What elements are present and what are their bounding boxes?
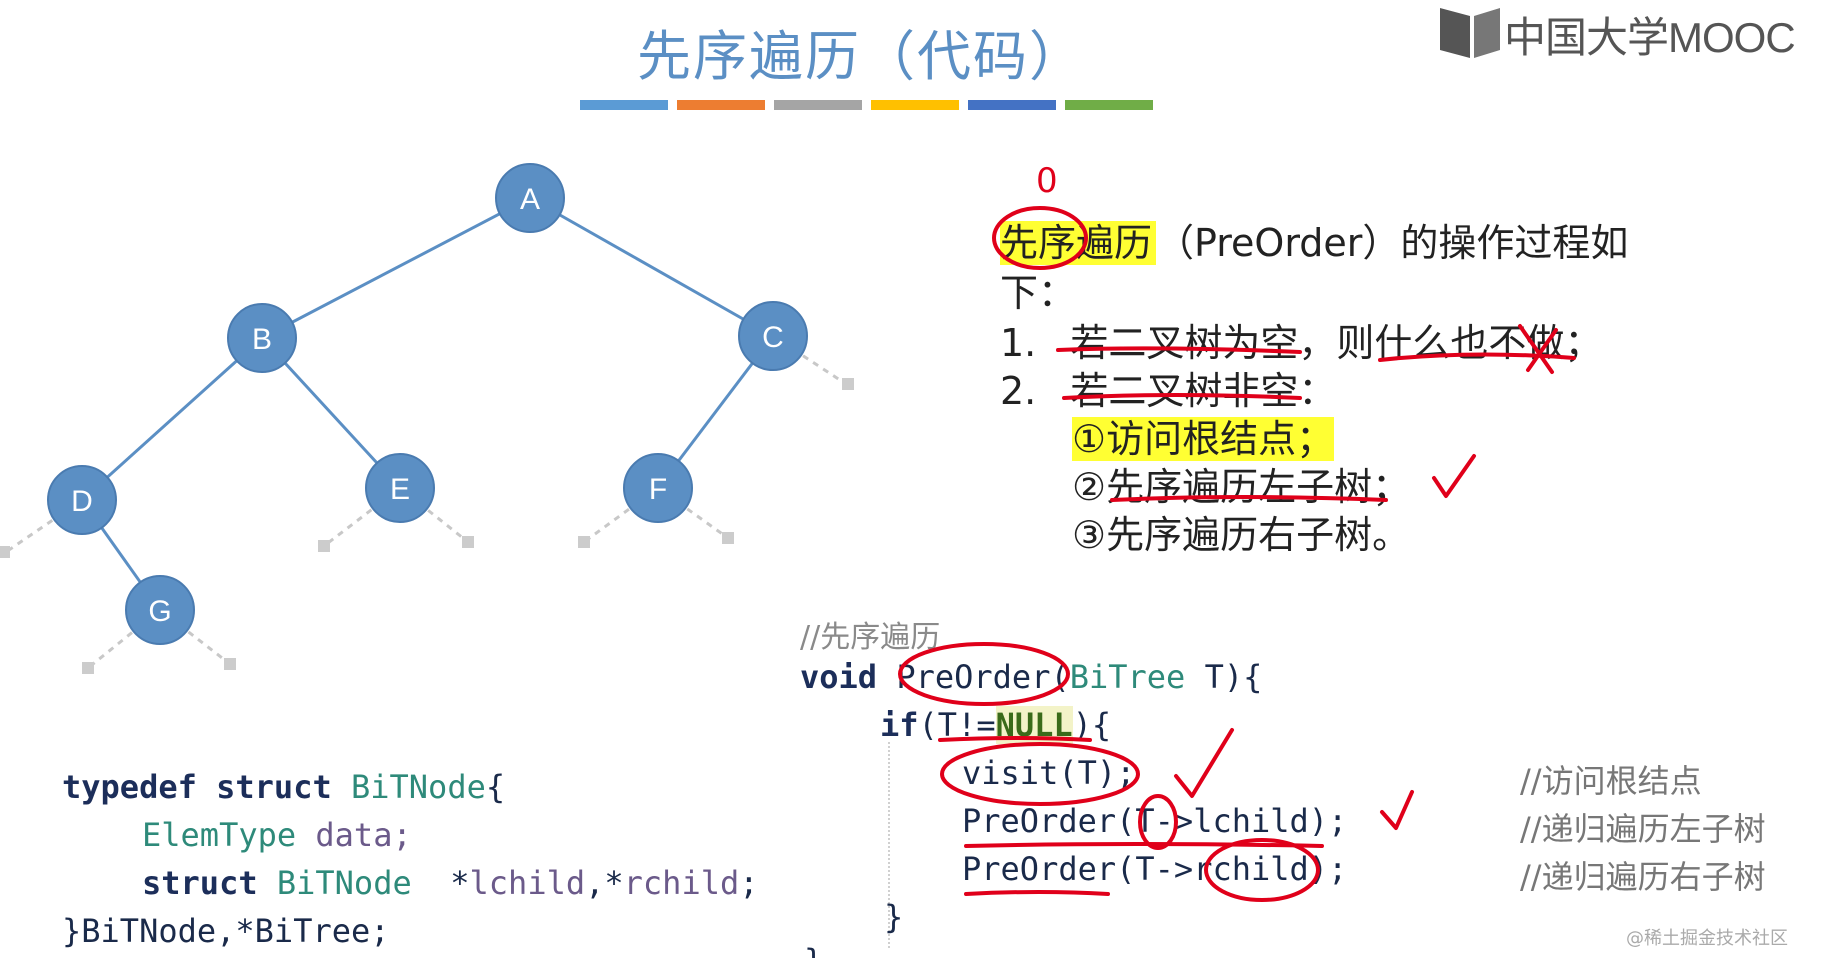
color-bar-5 <box>968 100 1056 110</box>
step-1-number: 1. <box>1000 321 1037 365</box>
node-label-a: A <box>520 183 540 216</box>
sub-step-left-subtree: ②先序遍历左子树； <box>1072 465 1411 509</box>
comment-right-recursion: //递归遍历右子树 <box>1520 858 1766 896</box>
code-line-data-field: ElemType data; <box>142 816 412 854</box>
ink-underline-right-recursion <box>964 890 1110 896</box>
mooc-logo: 中国大学MOOC <box>1438 0 1818 66</box>
color-bar-1 <box>580 100 668 110</box>
code-line-outer-close: } <box>804 942 823 958</box>
sub-step-right-subtree: ③先序遍历右子树。 <box>1072 513 1411 557</box>
color-bar-2 <box>677 100 765 110</box>
slide-title: 先序遍历（代码） <box>637 25 1085 88</box>
comment-visit-root: //访问根结点 <box>1520 762 1702 800</box>
code-line-typedef: typedef struct BiTNode{ <box>62 768 506 806</box>
code-line-typedef-end: }BiTNode,*BiTree; <box>62 912 390 950</box>
node-label-e: E <box>390 473 410 506</box>
sub-step-1-text: ①访问根结点； <box>1072 417 1335 461</box>
edge-a-c <box>529 196 774 338</box>
comment-left-recursion: //递归遍历左子树 <box>1520 810 1766 848</box>
watermark: @稀土掘金技术社区 <box>1626 928 1788 949</box>
step-2-text: 若二叉树非空： <box>1070 369 1337 413</box>
ink-check-left-subtree <box>1432 454 1476 498</box>
code-line-visit: visit(T); <box>962 754 1136 792</box>
edge-b-d <box>80 336 264 502</box>
tree-node-b: B <box>227 303 297 373</box>
color-bar-3 <box>774 100 862 110</box>
code-line-if: if(T!=NULL){ <box>880 706 1112 744</box>
intro-wrap: 下： <box>1000 271 1077 315</box>
tree-node-a: A <box>495 163 565 233</box>
preorder-comment: //先序遍历 <box>800 620 941 655</box>
intro-rest: （PreOrder）的操作过程如 <box>1156 221 1629 265</box>
step-2-number: 2. <box>1000 369 1037 413</box>
tree-node-g: G <box>125 575 195 645</box>
code-line-left-recursion: PreOrder(T->lchild); <box>962 802 1348 840</box>
tree-node-c: C <box>738 301 808 371</box>
code-line-child-pointers: struct BiTNode *lchild,*rchild; <box>142 864 759 902</box>
node-label-d: D <box>71 485 93 518</box>
sub-step-visit-root: ①访问根结点； <box>1072 408 1335 463</box>
step-1: 1. 若二叉树为空，则什么也不做； <box>1000 312 1602 367</box>
step-1-text: 若二叉树为空，则什么也不做； <box>1070 321 1603 365</box>
zero-mark: 0 <box>1036 161 1058 201</box>
ink-check-visit <box>1174 728 1234 798</box>
node-label-g: G <box>148 595 171 628</box>
node-label-b: B <box>252 323 272 356</box>
code-line-inner-close: } <box>884 898 904 936</box>
edge-a-b <box>261 196 531 340</box>
intro-line: 先序遍历（PreOrder）的操作过程如 <box>1000 212 1628 267</box>
book-icon <box>1440 8 1500 58</box>
node-label-f: F <box>649 473 667 506</box>
indent-guide-outer <box>888 742 890 948</box>
tree-node-e: E <box>365 453 435 523</box>
node-label-c: C <box>762 321 784 354</box>
step-2: 2. 若二叉树非空： <box>1000 360 1336 415</box>
color-bar-4 <box>871 100 959 110</box>
code-line-right-recursion: PreOrder(T->rchild); <box>962 850 1348 888</box>
intro-highlight: 先序遍历 <box>1000 221 1153 265</box>
ink-check-left-recursion <box>1380 790 1414 830</box>
tree-node-f: F <box>623 453 693 523</box>
binary-tree-diagram: A B C D E F G <box>0 163 854 674</box>
code-line-signature: void PreOrder(BiTree T){ <box>800 658 1263 696</box>
color-bar-6 <box>1065 100 1153 110</box>
tree-node-d: D <box>47 465 117 535</box>
ink-underline-left-recursion <box>964 842 1324 848</box>
logo-text: 中国大学MOOC <box>1504 14 1796 61</box>
